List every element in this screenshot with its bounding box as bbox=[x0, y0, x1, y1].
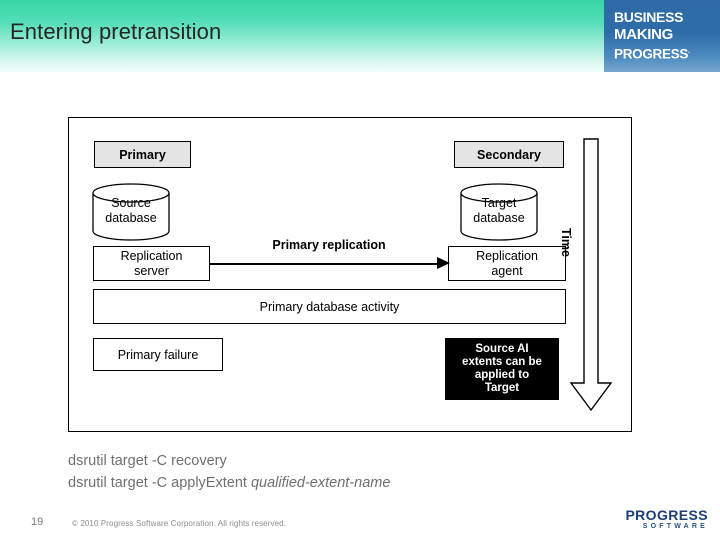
copyright-notice: © 2010 Progress Software Corporation. Al… bbox=[72, 519, 287, 528]
source-database-line1: Source bbox=[111, 196, 151, 210]
replication-server-line1: Replication bbox=[120, 248, 183, 263]
progress-software-logo-sub: SOFTWARE bbox=[642, 523, 708, 530]
primary-replication-caption: Primary replication bbox=[272, 238, 386, 252]
target-database-line2: database bbox=[473, 211, 525, 225]
command-line-2-placeholder: qualified-extent-name bbox=[250, 475, 391, 491]
logo-line-business: BUSINESS bbox=[614, 9, 684, 25]
logo-line-progress: PROGRESS. bbox=[614, 46, 690, 62]
primary-label-text: Primary bbox=[119, 147, 166, 162]
slide-header: Entering pretransition BUSINESS MAKING P… bbox=[0, 0, 720, 72]
primary-replication-arrow-head-icon bbox=[437, 257, 450, 269]
page-number: 19 bbox=[31, 516, 44, 528]
primary-database-activity-label: Primary database activity bbox=[259, 299, 400, 314]
replication-server-box: Replication server bbox=[93, 246, 210, 281]
target-database-cylinder: Target database bbox=[459, 183, 539, 241]
source-ai-line3: applied to bbox=[474, 369, 530, 381]
command-examples: dsrutil target -C recovery dsrutil targe… bbox=[68, 450, 390, 494]
business-making-progress-logo: BUSINESS MAKING PROGRESS. bbox=[604, 0, 720, 72]
cylinder-shape-icon bbox=[460, 183, 538, 241]
source-ai-line1: Source AI bbox=[475, 343, 529, 355]
secondary-label-text: Secondary bbox=[477, 147, 541, 162]
primary-label-box: Primary bbox=[94, 141, 191, 168]
source-database-cylinder: Source database bbox=[91, 183, 171, 241]
command-line-2: dsrutil target -C applyExtent qualified-… bbox=[68, 472, 390, 494]
logo-line-making: MAKING bbox=[614, 26, 674, 43]
primary-replication-arrow-shaft bbox=[210, 263, 440, 265]
time-arrow-icon bbox=[569, 138, 613, 412]
source-database-label: Source database bbox=[91, 196, 171, 226]
primary-failure-box: Primary failure bbox=[93, 338, 223, 371]
cylinder-shape-icon bbox=[92, 183, 170, 241]
command-line-2-prefix: dsrutil target -C applyExtent bbox=[68, 475, 251, 491]
target-database-label: Target database bbox=[459, 196, 539, 226]
source-ai-line2: extents can be bbox=[462, 356, 542, 368]
source-database-line2: database bbox=[105, 211, 157, 225]
primary-failure-label: Primary failure bbox=[117, 347, 199, 362]
source-ai-label: Source AI extents can be applied to Targ… bbox=[462, 343, 542, 395]
command-line-1: dsrutil target -C recovery bbox=[68, 453, 227, 469]
time-axis-label: Time bbox=[559, 228, 573, 257]
source-ai-extents-callout: Source AI extents can be applied to Targ… bbox=[445, 338, 559, 400]
replication-agent-line2: agent bbox=[491, 263, 523, 278]
progress-software-logo: PROGRESS SOFTWARE bbox=[625, 508, 708, 532]
page-title: Entering pretransition bbox=[10, 19, 222, 44]
secondary-label-box: Secondary bbox=[454, 141, 564, 168]
replication-server-line2: server bbox=[134, 263, 169, 278]
replication-diagram: Primary Secondary Source database Target… bbox=[68, 117, 632, 432]
replication-server-label: Replication server bbox=[121, 249, 183, 279]
target-database-line1: Target bbox=[481, 196, 517, 210]
progress-software-logo-main: PROGRESS bbox=[625, 507, 708, 523]
replication-agent-line1: Replication bbox=[476, 248, 538, 263]
source-ai-line4: Target bbox=[484, 382, 520, 394]
primary-database-activity-box: Primary database activity bbox=[93, 289, 566, 324]
logo-text-block: BUSINESS MAKING PROGRESS. bbox=[614, 9, 690, 63]
replication-agent-box: Replication agent bbox=[448, 246, 566, 281]
replication-agent-label: Replication agent bbox=[476, 249, 538, 279]
logo-trademark-mark: . bbox=[688, 48, 690, 55]
